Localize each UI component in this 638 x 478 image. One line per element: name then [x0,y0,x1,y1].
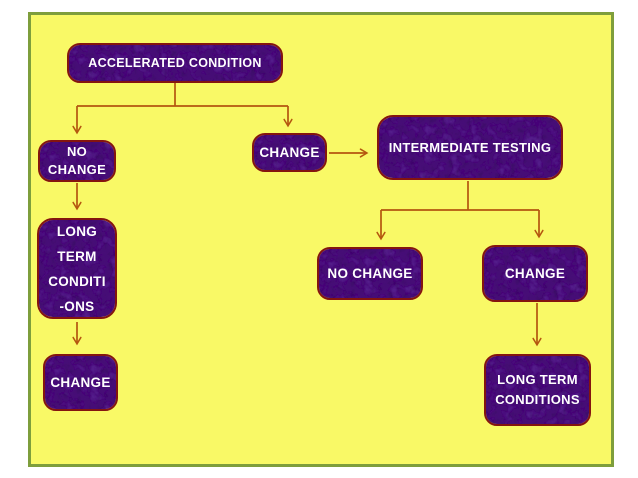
node-label: CHANGE [504,266,566,281]
node-texture [379,117,561,178]
node-texture [486,356,589,424]
node-texture [254,135,325,170]
node-intermediate-testing: INTERMEDIATE TESTING [377,115,563,180]
node-label: LONG TERM CONDITIONS [495,372,580,407]
node-no-change-right: NO CHANGE [317,247,423,300]
node-texture [40,142,114,180]
node-texture [39,220,115,317]
node-change-bottom-left: CHANGE [43,354,118,411]
node-texture [45,356,116,409]
node-texture [319,249,421,298]
node-long-term-conditions-right: LONG TERM CONDITIONS [484,354,591,426]
node-label: CHANGE [259,145,320,160]
node-texture [484,247,586,300]
node-label: INTERMEDIATE TESTING [388,140,552,155]
node-label: ACCELERATED CONDITION [88,56,262,70]
node-label: NO CHANGE [327,266,413,281]
node-accelerated-condition: ACCELERATED CONDITION [67,43,283,83]
node-label: NO CHANGE [47,144,107,177]
node-change-right: CHANGE [482,245,588,302]
node-long-term-conditions-left: LONG TERM CONDITI -ONS [37,218,117,319]
node-change-mid: CHANGE [252,133,327,172]
node-texture [69,45,281,81]
node-label: LONG TERM CONDITI -ONS [48,223,106,314]
node-no-change-left: NO CHANGE [38,140,116,182]
node-label: CHANGE [50,375,111,390]
